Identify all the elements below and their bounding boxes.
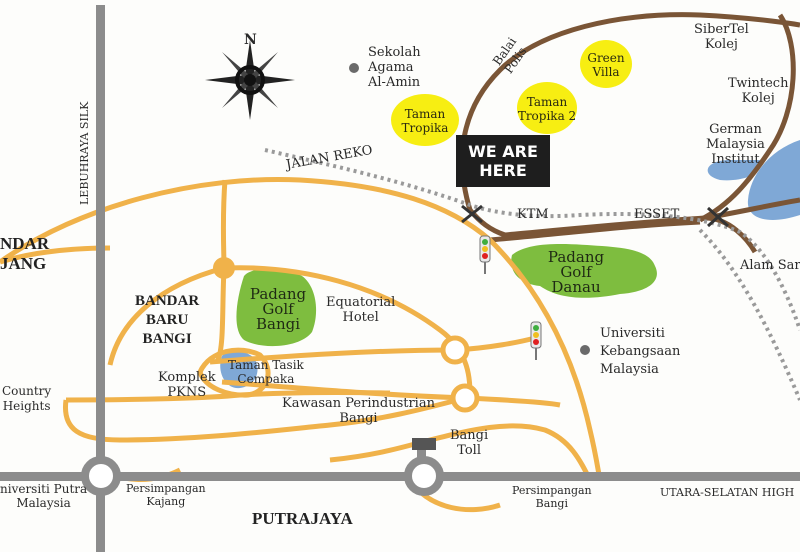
- badge-line-1: WE ARE: [468, 142, 538, 161]
- place-sibertel: SiberTel Kolej: [694, 22, 749, 52]
- marker-sekolah: [349, 63, 359, 73]
- interchange-bangi: [404, 456, 444, 496]
- lake-german: [707, 160, 761, 181]
- rail-line-east: [698, 228, 800, 401]
- badge-line-2: HERE: [479, 161, 527, 180]
- marker-ukm: [580, 345, 590, 355]
- town-bandar-baru-bangi: BANDAR BARU BANGI: [135, 293, 200, 347]
- park-label-golf-danau: Padang Golf Danau: [547, 248, 605, 296]
- brown-road-south: [489, 219, 701, 243]
- traffic-light-2: [530, 321, 542, 360]
- rail-line: [264, 148, 800, 331]
- place-kawasan: Kawasan Perindustrian Bangi: [282, 396, 435, 426]
- rail-crossing-esset: [706, 206, 730, 228]
- housing-taman-tropika-2: [517, 82, 577, 134]
- place-country-heights: Country Heights: [2, 384, 52, 413]
- housing-taman-tropika: [391, 94, 459, 146]
- park-golf-bangi: [236, 268, 317, 347]
- place-komplek-pkns: Komplek PKNS: [158, 370, 216, 400]
- road-label-ktm: KTM: [517, 207, 549, 222]
- brown-road-ktm: [468, 208, 758, 254]
- place-german-malaysia: German Malaysia Institut: [706, 122, 765, 167]
- roundabout-ring-3: [450, 383, 480, 413]
- place-equatorial: Equatorial Hotel: [326, 295, 396, 325]
- ring-road-brown-right: [698, 13, 796, 223]
- compass-north-label: N: [244, 32, 257, 48]
- place-persimpangan-bangi: Persimpangan Bangi: [512, 484, 592, 510]
- place-upm: niversiti Putra Malaysia: [0, 482, 88, 510]
- park-label-tasik-cempaka: Taman Tasik Cempaka: [228, 358, 304, 386]
- highway-utara-selatan: [0, 472, 800, 481]
- road-label-lebuhraya-silk: LEBUHRAYA SILK: [78, 101, 91, 205]
- interchange-kajang: [81, 456, 121, 496]
- rail-crossing-ktm: [461, 204, 483, 224]
- park-golf-danau: [511, 243, 657, 298]
- road-label-esset: ESSET: [634, 207, 680, 222]
- place-persimpangan-kajang: Persimpangan Kajang: [126, 482, 206, 508]
- roundabout-ring-2: [440, 335, 470, 365]
- housing-green-villa: [580, 40, 632, 88]
- road-label-utara-selatan: UTARA-SELATAN HIGH: [660, 486, 795, 499]
- compass-rose: [205, 40, 295, 120]
- roundabout-orange-1: [213, 257, 235, 279]
- housing-label-green-villa: Green Villa: [587, 51, 625, 79]
- traffic-light-1: [479, 235, 491, 274]
- place-sekolah: Sekolah Agama Al-Amin: [368, 45, 421, 90]
- place-twintech: Twintech Kolej: [728, 76, 789, 106]
- town-bandar-kajang: NDAR JANG: [0, 234, 50, 273]
- place-alam-sari: Alam Sar: [740, 258, 800, 273]
- we-are-here-badge[interactable]: WE ARE HERE: [456, 135, 550, 187]
- toll-plaza: [412, 438, 436, 450]
- housing-label-taman-tropika: Taman Tropika: [401, 107, 449, 135]
- highway-silk: [96, 5, 105, 552]
- housing-label-taman-tropika-2: Taman Tropika 2: [517, 95, 577, 123]
- park-label-golf-bangi: Padang Golf Bangi: [249, 285, 307, 333]
- place-bangi-toll: Bangi Toll: [450, 428, 489, 458]
- place-ukm: Universiti Kebangsaan Malaysia: [600, 326, 681, 377]
- town-putrajaya: PUTRAJAYA: [252, 509, 353, 528]
